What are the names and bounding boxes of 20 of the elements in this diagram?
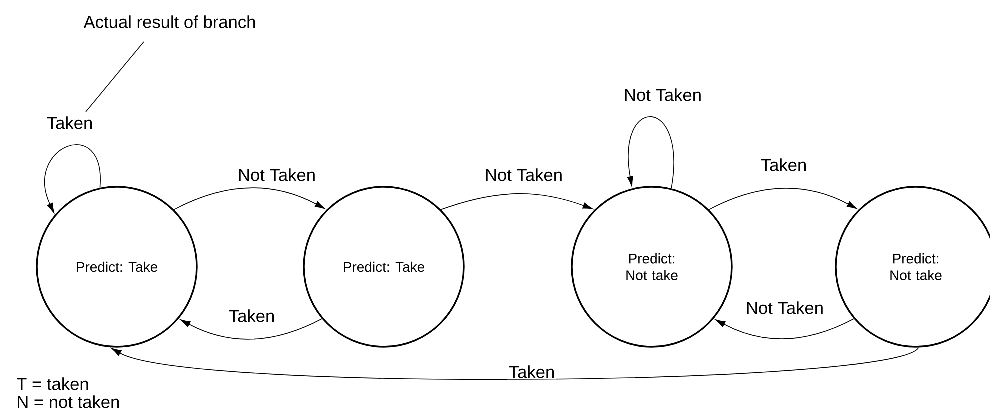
edge-label: Taken	[508, 364, 556, 380]
leader-line	[86, 42, 144, 112]
edge-label: Not Taken	[484, 167, 564, 183]
legend-text: T = taken	[17, 378, 88, 390]
edge-label: Taken	[760, 157, 808, 173]
arrow	[627, 116, 674, 189]
legend-text: N = not taken	[18, 396, 120, 408]
edge-label: Taken	[46, 115, 94, 131]
arrow	[708, 188, 858, 210]
arrow	[440, 194, 594, 210]
arrow	[44, 144, 101, 214]
edge-label: Not Taken	[236, 167, 318, 183]
edge-label: Not Taken	[622, 87, 704, 103]
arrow	[715, 318, 854, 340]
arrow	[111, 347, 920, 380]
edge-label: Not Taken	[744, 300, 826, 316]
edge-label: Taken	[228, 308, 276, 324]
arrow	[174, 188, 326, 210]
arrow	[180, 318, 322, 340]
annotation-text: Actual result of branch	[84, 16, 256, 28]
